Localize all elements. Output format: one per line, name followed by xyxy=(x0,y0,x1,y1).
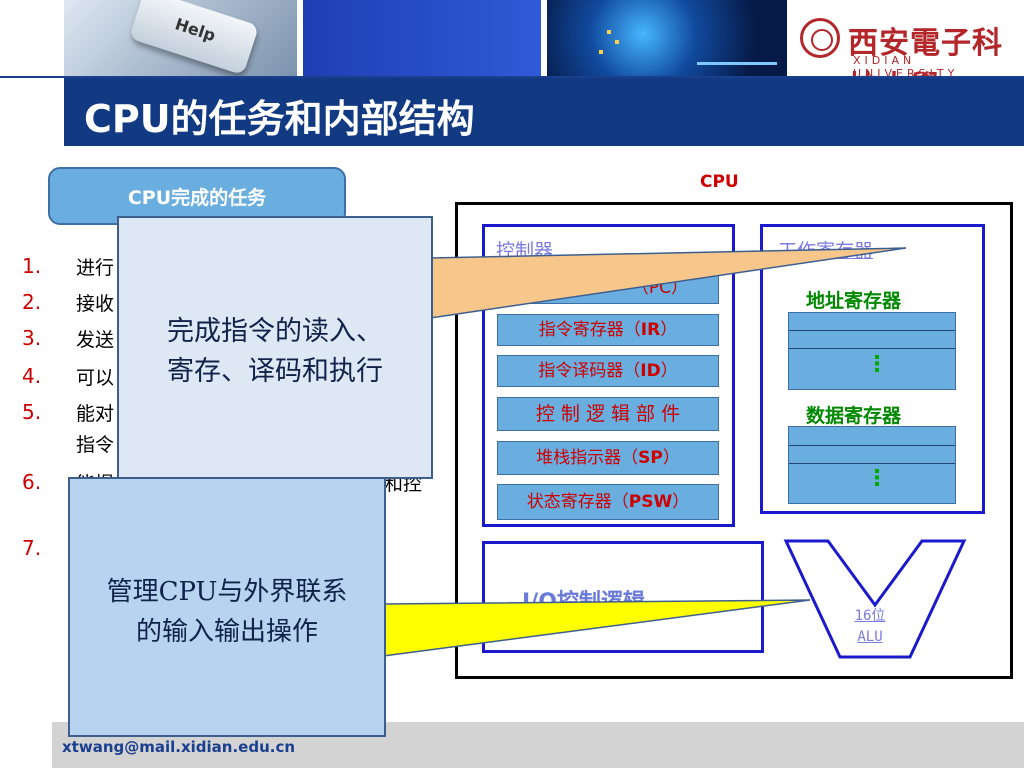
list-item-text: 接收 xyxy=(76,293,115,315)
register-ir-label: 指令寄存器（ xyxy=(538,320,641,340)
university-seal-icon xyxy=(800,18,840,58)
register-sp-label: 堆栈指示器（ xyxy=(536,448,639,468)
header-divider xyxy=(0,76,1024,78)
list-number: 1. xyxy=(22,254,42,278)
data-register-stack xyxy=(788,426,956,504)
register-ir: 指令寄存器（IR） xyxy=(497,314,719,346)
register-slot-divider xyxy=(789,330,955,331)
address-register-stack xyxy=(788,312,956,390)
register-sp-close: ） xyxy=(662,448,680,468)
data-register-label: 数据寄存器 xyxy=(806,405,902,427)
help-key: Help xyxy=(128,0,260,76)
register-sp: 堆栈指示器（SP） xyxy=(497,441,719,475)
alu-width-label: 16位 xyxy=(854,608,886,624)
task-pill-label: CPU完成的任务 xyxy=(127,187,267,209)
register-psw-label: 状态寄存器（ xyxy=(526,492,629,512)
callout2-pointer xyxy=(382,599,811,657)
callout-instruction-line: 完成指令的读入、 xyxy=(167,316,383,347)
register-id: 指令译码器（ID） xyxy=(497,355,719,387)
alu-name-label: ALU xyxy=(857,629,883,645)
address-register-ellipsis: ⋮ xyxy=(866,352,888,377)
register-slot-divider xyxy=(789,463,955,464)
blue-photo xyxy=(303,0,541,76)
list-item-text: 可以 xyxy=(76,367,115,389)
alu-label: 16位 ALU xyxy=(835,606,905,648)
register-ir-close: ） xyxy=(660,320,678,340)
data-register-ellipsis: ⋮ xyxy=(866,466,888,491)
callout-instruction-line: 寄存、译码和执行 xyxy=(167,356,383,387)
circuit-light xyxy=(615,40,619,44)
callout-instruction-box xyxy=(117,216,433,479)
register-id-abbr: ID xyxy=(640,361,661,381)
keyboard-photo: Help xyxy=(64,0,297,76)
circuit-light xyxy=(607,30,611,34)
list-number: 7. xyxy=(22,536,42,560)
page-title: CPU的任务和内部结构 xyxy=(84,97,475,141)
register-id-close: ） xyxy=(660,361,678,381)
register-psw-abbr: PSW xyxy=(628,492,673,512)
register-psw-close: ） xyxy=(672,492,690,512)
circuit-light xyxy=(599,50,603,54)
callout-instruction-text: 完成指令的读入、 寄存、译码和执行 xyxy=(117,312,433,392)
list-number: 2. xyxy=(22,290,42,314)
help-key-label: Help xyxy=(172,14,218,46)
callout-io-line: 的输入输出操作 xyxy=(135,617,318,647)
control-logic-label: 控 制 逻 辑 部 件 xyxy=(535,403,681,425)
callout-io-text: 管理CPU与外界联系 的输入输出操作 xyxy=(68,572,386,652)
list-number: 3. xyxy=(22,326,42,350)
list-number: 5. xyxy=(22,400,42,424)
callout-io-line: 管理CPU与外界联系 xyxy=(106,577,348,607)
alu-shape xyxy=(783,539,967,659)
register-slot-divider xyxy=(789,348,955,349)
list-item-text: 发送 xyxy=(76,329,115,351)
circuit-photo xyxy=(547,0,787,76)
cpu-label: CPU xyxy=(700,172,739,192)
control-logic-unit: 控 制 逻 辑 部 件 xyxy=(497,397,719,431)
title-bar xyxy=(64,78,1024,146)
callout1-pointer xyxy=(429,247,907,319)
list-number: 4. xyxy=(22,364,42,388)
list-item-text: 能对 xyxy=(76,403,115,425)
register-slot-divider xyxy=(789,445,955,446)
register-psw: 状态寄存器（PSW） xyxy=(497,484,719,520)
callout-io-box xyxy=(68,477,386,737)
address-register-label: 地址寄存器 xyxy=(806,290,902,312)
list-item-text-cont: 指令 xyxy=(76,434,115,456)
list-item-text: 进行 xyxy=(76,257,115,279)
register-id-label: 指令译码器（ xyxy=(538,361,641,381)
circuit-trace xyxy=(697,62,777,65)
register-sp-abbr: SP xyxy=(638,448,663,468)
footer-email: xtwang@mail.xidian.edu.cn xyxy=(62,738,296,756)
register-ir-abbr: IR xyxy=(640,320,661,340)
list-number: 6. xyxy=(22,470,42,494)
